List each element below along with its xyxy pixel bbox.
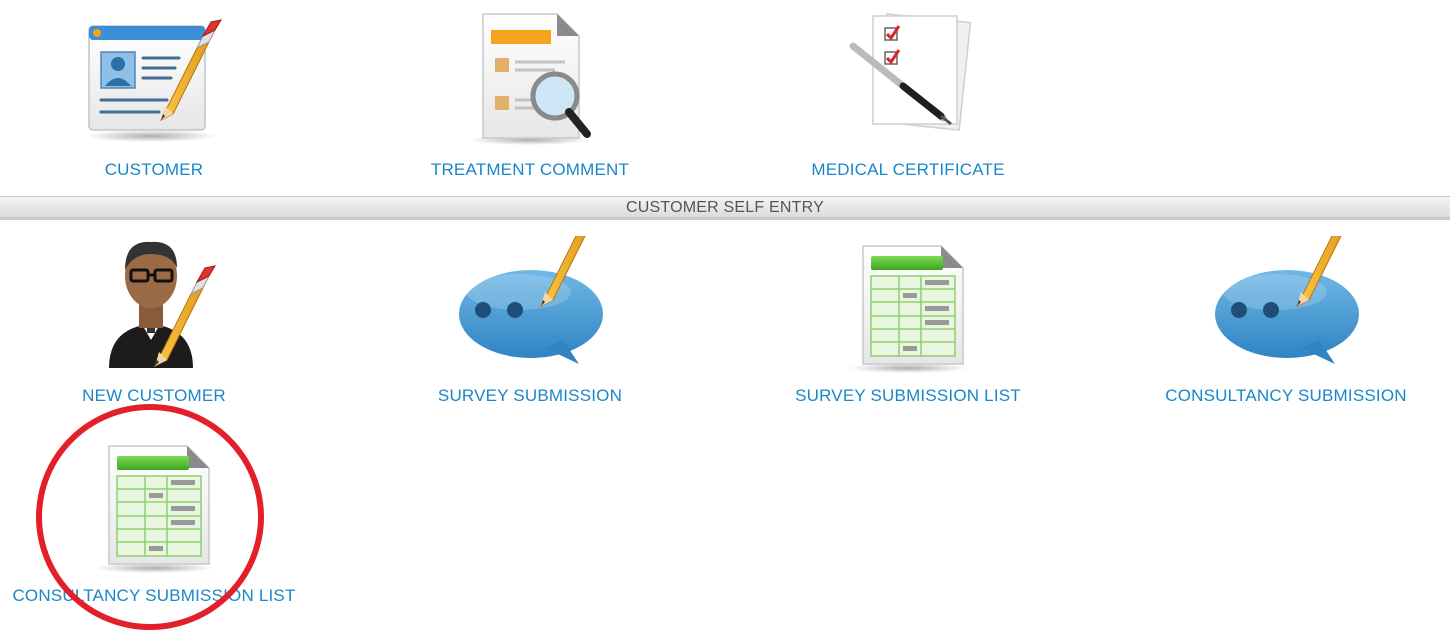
new-customer-tile[interactable]: NEW CUSTOMER: [4, 236, 304, 406]
section-title: CUSTOMER SELF ENTRY: [626, 199, 824, 216]
consultancy-submission-list-label: CONSULTANCY SUBMISSION LIST: [12, 586, 296, 605]
survey-speech-bubble-icon: [455, 236, 605, 376]
customer-label: CUSTOMER: [104, 160, 204, 179]
treatment-comment-label: TREATMENT COMMENT: [430, 160, 630, 179]
consultancy-list-sheet-icon: [79, 436, 229, 576]
survey-submission-tile[interactable]: SURVEY SUBMISSION: [380, 236, 680, 406]
medical-certificate-label: MEDICAL CERTIFICATE: [811, 160, 1005, 179]
survey-submission-list-label: SURVEY SUBMISSION LIST: [795, 386, 1021, 405]
consultancy-submission-list-tile[interactable]: CONSULTANCY SUBMISSION LIST: [4, 436, 304, 606]
medical-certificate-tile[interactable]: MEDICAL CERTIFICATE: [758, 10, 1058, 180]
consultancy-submission-tile[interactable]: CONSULTANCY SUBMISSION: [1136, 236, 1436, 406]
customer-tile[interactable]: CUSTOMER: [4, 10, 304, 180]
survey-submission-label: SURVEY SUBMISSION: [437, 386, 623, 405]
section-header-customer-self-entry: CUSTOMER SELF ENTRY: [0, 196, 1450, 220]
customer-card-icon: [79, 10, 229, 150]
consultancy-submission-label: CONSULTANCY SUBMISSION: [1165, 386, 1407, 405]
survey-list-sheet-icon: [833, 236, 983, 376]
treatment-comment-tile[interactable]: TREATMENT COMMENT: [380, 10, 680, 180]
consultancy-speech-bubble-icon: [1211, 236, 1361, 376]
survey-submission-list-tile[interactable]: SURVEY SUBMISSION LIST: [758, 236, 1058, 406]
certificate-checklist-icon: [833, 10, 983, 150]
new-customer-avatar-icon: [79, 236, 229, 376]
treatment-search-icon: [455, 10, 605, 150]
new-customer-label: NEW CUSTOMER: [82, 386, 226, 405]
